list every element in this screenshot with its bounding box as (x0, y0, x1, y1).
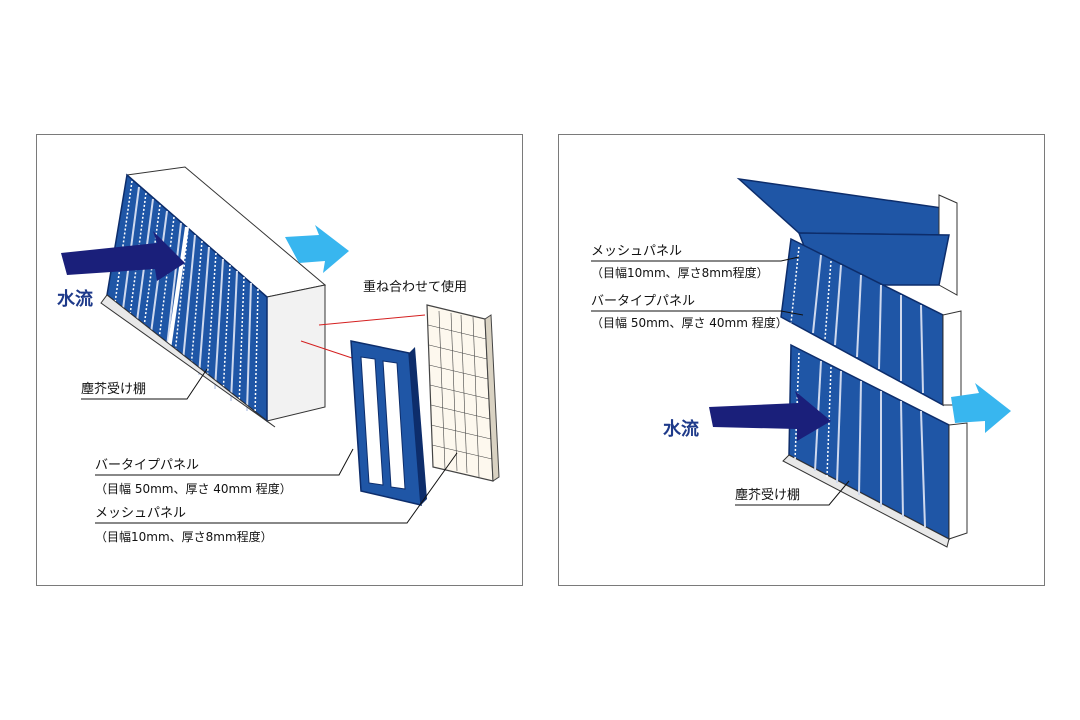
leader-bar-panel (95, 448, 354, 476)
mesh-panel (426, 304, 500, 482)
bar-type-panel (350, 340, 427, 506)
leader-screen (81, 368, 208, 400)
water-flow-label: 水流 (57, 288, 93, 310)
tier-bars (812, 254, 926, 528)
bar-panel-spec: （目幅 50mm、厚さ 40mm 程度） (95, 481, 292, 496)
bar-panel-name: バータイプパネル (95, 458, 199, 473)
debris-shelf-right (782, 454, 950, 548)
mesh-panel-name: メッシュパネル (95, 506, 186, 521)
screen-label-right: 塵芥受け棚 (735, 488, 800, 503)
leader-mesh-panel (95, 452, 458, 524)
leader-line-mesh (318, 314, 426, 326)
bar-panel-name-right: バータイプパネル (591, 294, 695, 309)
right-diagram-svg: 水流 メッシュパネル （目幅10mm、厚さ8mm程度） バータイプパネル （目幅… (591, 177, 1011, 548)
flow-direction-arrow-right (951, 383, 1011, 433)
panel-divider (167, 226, 189, 350)
leader-screen-right (735, 480, 850, 506)
mesh-panel-spec-right: （目幅10mm、厚さ8mm程度） (591, 265, 769, 280)
water-flow-arrow (61, 231, 185, 281)
water-flow-arrow-right (709, 391, 831, 441)
flow-direction-arrow (285, 225, 349, 273)
left-diagram-svg: 水流 重ね合わせて使用 (57, 166, 500, 544)
overlap-note: 重ね合わせて使用 (363, 279, 467, 295)
tier-mesh-dots (790, 246, 832, 478)
leader-mesh-right (591, 256, 800, 262)
leader-line-bar (300, 340, 356, 360)
tier-top (736, 177, 950, 236)
tier-middle-frame (942, 310, 962, 406)
leader-bar-right (591, 310, 804, 316)
bar-panel-spec-right: （目幅 50mm、厚さ 40mm 程度） (591, 315, 788, 330)
mesh-panel-spec: （目幅10mm、厚さ8mm程度） (95, 529, 273, 544)
left-diagram-panel: 水流 重ね合わせて使用 (36, 134, 523, 586)
tier-bottom-frame (948, 422, 968, 540)
right-diagram-panel: 水流 メッシュパネル （目幅10mm、厚さ8mm程度） バータイプパネル （目幅… (558, 134, 1045, 586)
screen-label: 塵芥受け棚 (81, 382, 146, 397)
mesh-panel-name-right: メッシュパネル (591, 244, 682, 259)
debris-shelf (100, 294, 276, 428)
water-flow-label-right: 水流 (663, 418, 699, 440)
frame-side-rail (266, 284, 326, 422)
